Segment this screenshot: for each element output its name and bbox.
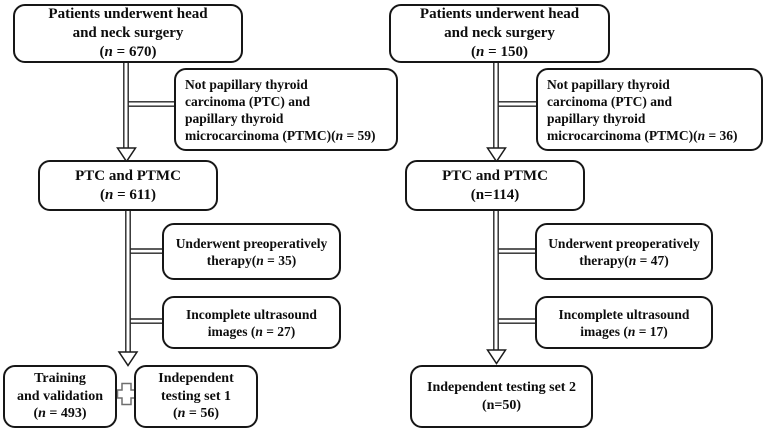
box-text-line: (n = 150) — [471, 43, 528, 60]
right-down-arrow-icon-1 — [486, 147, 507, 163]
box-text-line: carcinoma (PTC) and — [185, 93, 310, 109]
ptc-ptmc-box-left: PTC and PTMC (n = 611) — [38, 160, 218, 211]
box-text-line: images (n = 17) — [580, 323, 668, 339]
cross-connector-icon — [116, 382, 137, 406]
box-text-line: Patients underwent head — [419, 6, 580, 23]
box-text-line: (n=50) — [481, 397, 522, 413]
right-exclusion-branch-line-2 — [498, 248, 535, 254]
box-text-line: (n = 493) — [33, 406, 87, 422]
box-text-line: therapy(n = 47) — [579, 252, 669, 268]
left-down-arrow-icon-1 — [116, 147, 137, 163]
box-text-line: Not papillary thyroid — [547, 76, 670, 92]
ptc-ptmc-box-right: PTC and PTMC (n=114) — [405, 160, 585, 211]
right-down-arrow-icon-2 — [486, 349, 507, 365]
box-text-line: Not papillary thyroid — [185, 76, 308, 92]
box-text-line: (n=114) — [470, 186, 520, 203]
box-text-line: Independent — [158, 371, 234, 387]
left-down-arrow-icon-2 — [117, 351, 139, 367]
left-exclusion-branch-line-1 — [128, 101, 174, 107]
box-text-line: Underwent preoperatively — [548, 235, 700, 251]
left-exclusion-branch-line-3 — [130, 318, 162, 324]
box-text-line: and neck surgery — [444, 25, 555, 42]
box-text-line: images (n = 27) — [207, 323, 296, 339]
patients-surgery-box-right: Patients underwent head and neck surgery(… — [389, 4, 610, 63]
independent-testing-set-2-box: Independent testing set 2 (n=50) — [410, 365, 593, 428]
box-text-line: and neck surgery — [72, 25, 184, 42]
patients-surgery-box-left: Patients underwent head and neck surgery(… — [13, 4, 243, 63]
box-text-line: Underwent preoperatively — [175, 235, 328, 251]
right-top-connector-line — [493, 62, 499, 148]
box-text-line: and validation — [17, 388, 103, 404]
box-text-line: PTC and PTMC — [442, 167, 548, 184]
left-exclusion-branch-line-2 — [130, 248, 162, 254]
box-text-line: microcarcinoma (PTMC)(n = 59) — [185, 127, 376, 143]
box-text-line: (n = 611) — [99, 186, 157, 203]
left-top-connector-line — [123, 62, 129, 148]
box-text-line: Incomplete ultrasound — [186, 306, 317, 322]
box-text-line: therapy(n = 35) — [206, 252, 297, 268]
right-exclusion-branch-line-3 — [498, 318, 535, 324]
box-text-line: (n = 670) — [99, 43, 157, 60]
box-text-line: Training — [34, 371, 86, 387]
box-text-line: Independent testing set 2 — [427, 379, 576, 395]
box-text-line: testing set 1 — [161, 388, 231, 404]
box-text-line: papillary thyroid — [547, 110, 646, 126]
left-middle-connector-line — [125, 211, 131, 352]
box-text-line: microcarcinoma (PTMC)(n = 36) — [547, 127, 738, 143]
box-text-line: PTC and PTMC — [75, 167, 181, 184]
right-exclusion-branch-line-1 — [498, 101, 536, 107]
box-text-line: Incomplete ultrasound — [558, 306, 690, 322]
box-text-line: carcinoma (PTC) and — [547, 93, 672, 109]
box-text-line: (n = 56) — [172, 406, 220, 422]
box-text-line: Patients underwent head — [48, 6, 208, 23]
box-text-line: papillary thyroid — [185, 110, 284, 126]
right-middle-connector-line — [493, 211, 499, 350]
